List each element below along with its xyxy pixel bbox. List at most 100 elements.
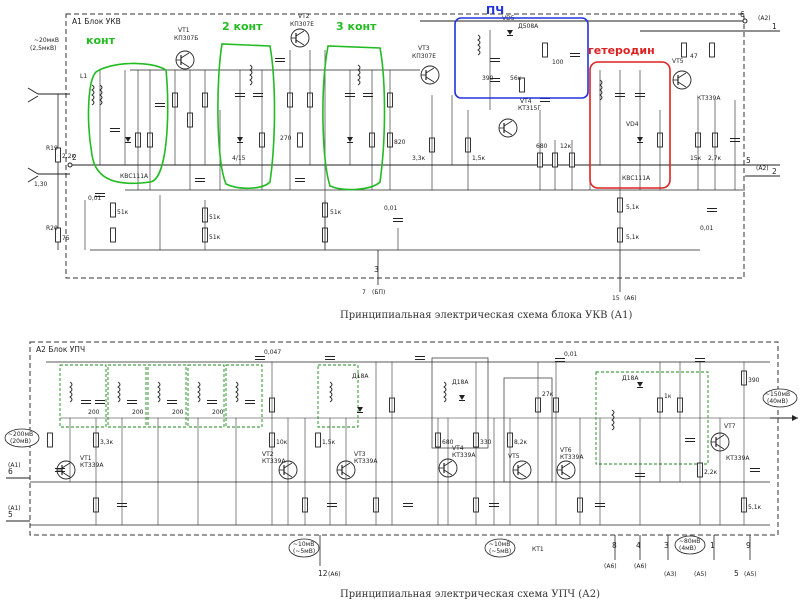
r27-val: 5,1к — [626, 204, 640, 211]
upch-pin-5-src: (А1) — [8, 505, 21, 512]
upch-r27-val: 8,2к — [514, 439, 528, 446]
r15-val: 51к — [330, 209, 342, 216]
upch-r43-val: 2,2к — [704, 469, 718, 476]
vt4-type: КТ315Г — [518, 105, 541, 112]
upch-vt1-type: КТ339А — [80, 462, 104, 469]
vt3-label: VT3 — [418, 45, 430, 52]
ukv-caption: Принципиальная электрическая схема блока… — [340, 310, 632, 321]
r25-val: 12к — [560, 143, 572, 150]
vt3-type: КП307Е — [412, 53, 436, 60]
c8-val: 200 — [212, 409, 224, 416]
stage1-r: 51к — [117, 209, 129, 216]
upch-schematic: А2 Блок УПЧ 200 200 200 200 — [4, 341, 798, 600]
upch-vt5-label: VT5 — [508, 453, 520, 460]
upch-pin-9: 9 — [746, 541, 751, 550]
r31-val: 47 — [690, 53, 698, 60]
l1-label: L1 — [80, 73, 87, 80]
pin-6-dest: (А2) — [758, 15, 771, 22]
vt2-type: КП307Е — [290, 21, 314, 28]
pin-5: 5 — [746, 156, 751, 165]
stage2-cap: 4/15 — [232, 155, 246, 162]
upch-level-out: ~150мВ — [765, 391, 790, 398]
upch-r28-val: 27к — [542, 391, 554, 398]
upch-pin-6-src: (А1) — [8, 462, 21, 469]
upch-pin-1: 1 — [710, 541, 715, 550]
upch-kt1: КТ1 — [532, 546, 544, 553]
upch-pin-8: 8 — [612, 541, 617, 550]
ukv-schematic: А1 Блок УКВ ~20мкВ (2,5мкВ) 1,30 R19 2,2… — [27, 4, 780, 321]
r28-val: 5,1к — [626, 234, 640, 241]
r22-val: 56к — [510, 75, 522, 82]
upch-level-3: ~10мВ — [489, 541, 510, 548]
upch-filter-boxes — [59, 364, 709, 465]
vt5-type: КТ339А — [697, 95, 721, 102]
upch-level-4: ~80мВ — [679, 538, 700, 545]
upch-level-3-alt: (~5мВ) — [489, 548, 511, 555]
upch-vt4-label: VT4 — [452, 445, 464, 452]
upch-pin-12-dest: (А6) — [328, 571, 341, 578]
kont2-annotation: 2 конт — [222, 20, 263, 33]
r2-label: R20 — [46, 225, 58, 232]
pin-15: 15 — [612, 295, 620, 302]
upch-vt7-type: КТ339А — [726, 455, 750, 462]
geterodin-annotation-box — [589, 61, 671, 189]
geterodin-annotation: гетеродин — [588, 44, 655, 57]
upch-vt6-type: КТ339А — [560, 454, 584, 461]
upch-a6-b: (А6) — [604, 563, 617, 570]
upch-level-in: ~200мВ — [8, 431, 33, 438]
upch-vt2-label: VT2 — [262, 451, 274, 458]
upch-level-4-alt: (4мВ) — [679, 545, 696, 552]
upch-vt3-label: VT3 — [354, 451, 366, 458]
upch-vt2-type: КТ339А — [262, 458, 286, 465]
upch-vt1-label: VT1 — [80, 455, 92, 462]
pin-2: 2 — [772, 167, 777, 176]
upch-a6-c: (А6) — [634, 563, 647, 570]
upch-vd1: Д18А — [352, 373, 369, 380]
upch-pin-3: 3 — [664, 541, 669, 550]
pin-3: 3 — [374, 265, 379, 274]
c17-val: 0,01 — [384, 205, 398, 212]
r1-label: R19 — [46, 145, 58, 152]
pin-2-left: 2 — [72, 153, 77, 162]
kont2-annotation-box — [217, 43, 276, 190]
c6-val: 200 — [172, 409, 184, 416]
upch-caps — [54, 356, 761, 507]
ukv-input-v: 1,30 — [34, 181, 48, 188]
upch-level-2-alt: (~5мВ) — [293, 548, 315, 555]
vt5-label: VT5 — [672, 58, 684, 65]
upch-vd2: Д18А — [452, 379, 469, 386]
vd5-type: Д508А — [518, 23, 539, 30]
upch-level-2: ~10мВ — [293, 541, 314, 548]
upch-r5-val: 10к — [276, 439, 288, 446]
upch-vt6-label: VT6 — [560, 447, 572, 454]
upch-pin-12: 12 — [318, 569, 328, 578]
upch-pin-5: 5 — [8, 510, 13, 519]
upch-a3: (А3) — [664, 571, 677, 578]
r1-value: 2,2к — [62, 153, 76, 160]
upch-a5: (А5) — [694, 571, 707, 578]
pin-1: 1 — [772, 22, 777, 31]
upch-resistors — [47, 370, 747, 513]
vd4-type: КВС111А — [622, 175, 651, 182]
ukv-input-level: ~20мкВ — [34, 37, 59, 44]
upch-vt4-type: КТ339А — [452, 452, 476, 459]
upch-pin-5-out: 5 — [734, 569, 739, 578]
vt4-label: VT4 — [520, 98, 532, 105]
upch-level-in-alt: (20мВ) — [10, 438, 31, 445]
r19-val: 820 — [394, 139, 406, 146]
pch-annotation-box — [454, 17, 589, 99]
upch-pin-6: 6 — [8, 467, 13, 476]
c2-val: 200 — [88, 409, 100, 416]
upch-c28-val: 0,01 — [564, 351, 578, 358]
upch-r45-val: 5,1к — [748, 504, 762, 511]
r23-val: 100 — [552, 59, 564, 66]
upch-r20-val: 330 — [480, 439, 492, 446]
c20-val: 390 — [482, 75, 494, 82]
vd4-label: VD4 — [626, 121, 639, 128]
kont3-annotation: 3 конт — [336, 20, 377, 33]
pin-7-dest: (БП) — [372, 289, 385, 296]
pin-7: 7 — [362, 289, 366, 296]
ukv-block-title: А1 Блок УКВ — [72, 17, 121, 26]
r8-val: 51к — [209, 214, 221, 221]
r2-value: 75 — [62, 235, 70, 242]
